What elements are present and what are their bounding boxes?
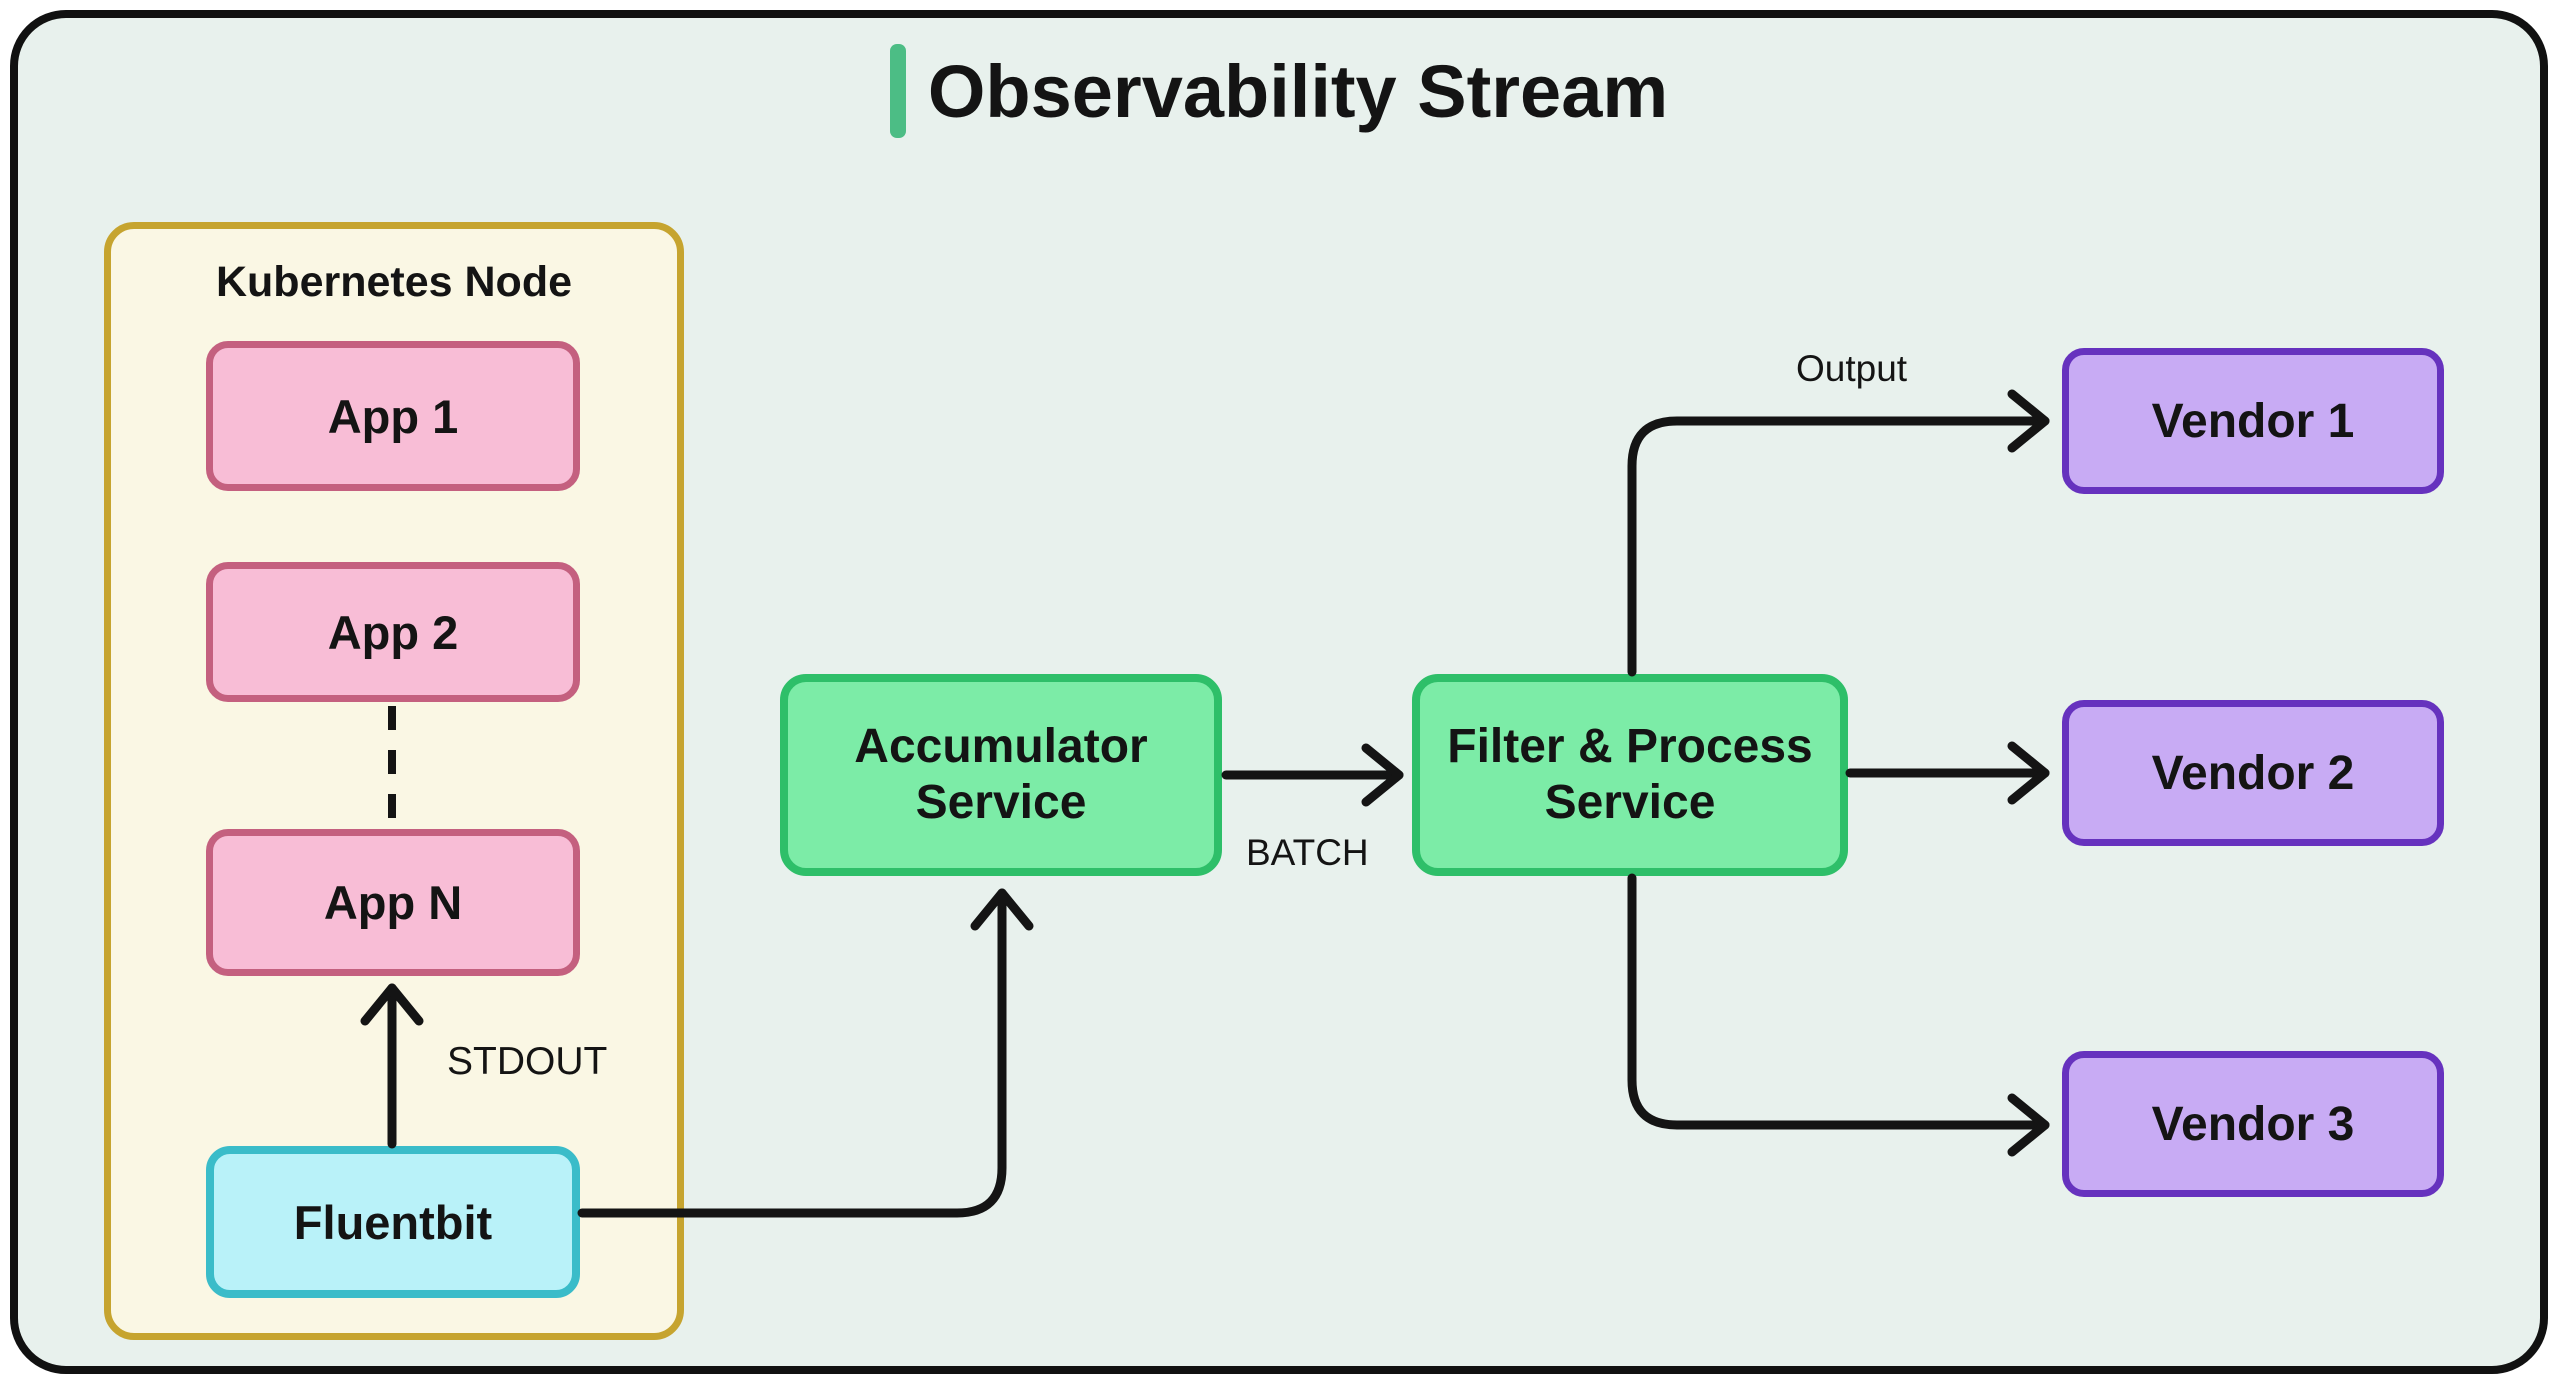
node-vendor-2: Vendor 2 (2062, 700, 2444, 846)
node-accumulator-service: Accumulator Service (780, 674, 1222, 876)
node-app-n: App N (206, 829, 580, 976)
node-app-n-label: App N (323, 876, 463, 929)
node-vendor-3-label: Vendor 3 (2151, 1097, 2355, 1151)
node-app-2-label: App 2 (327, 605, 459, 659)
kubernetes-node-label: Kubernetes Node (215, 258, 572, 306)
node-vendor-3: Vendor 3 (2062, 1051, 2444, 1197)
edge-label-batch: BATCH (1246, 832, 1369, 873)
node-app-2: App 2 (206, 562, 580, 702)
filter-process-service-label-line2: Service (1544, 776, 1716, 829)
accumulator-service-label-line2: Service (915, 776, 1087, 829)
filter-process-service-label-line1: Filter & Process (1447, 720, 1813, 774)
edge-label-output: Output (1796, 348, 1908, 389)
node-app-1: App 1 (206, 341, 580, 491)
node-vendor-1: Vendor 1 (2062, 348, 2444, 494)
node-vendor-2-label: Vendor 2 (2151, 746, 2355, 800)
node-vendor-1-label: Vendor 1 (2151, 394, 2355, 448)
node-fluentbit-label: Fluentbit (293, 1195, 493, 1249)
node-fluentbit: Fluentbit (206, 1146, 580, 1298)
node-app-1-label: App 1 (327, 389, 459, 443)
edge-label-stdout: STDOUT (447, 1040, 608, 1083)
node-filter-process-service: Filter & Process Service (1412, 674, 1848, 876)
accumulator-service-label-line1: Accumulator (854, 720, 1148, 774)
